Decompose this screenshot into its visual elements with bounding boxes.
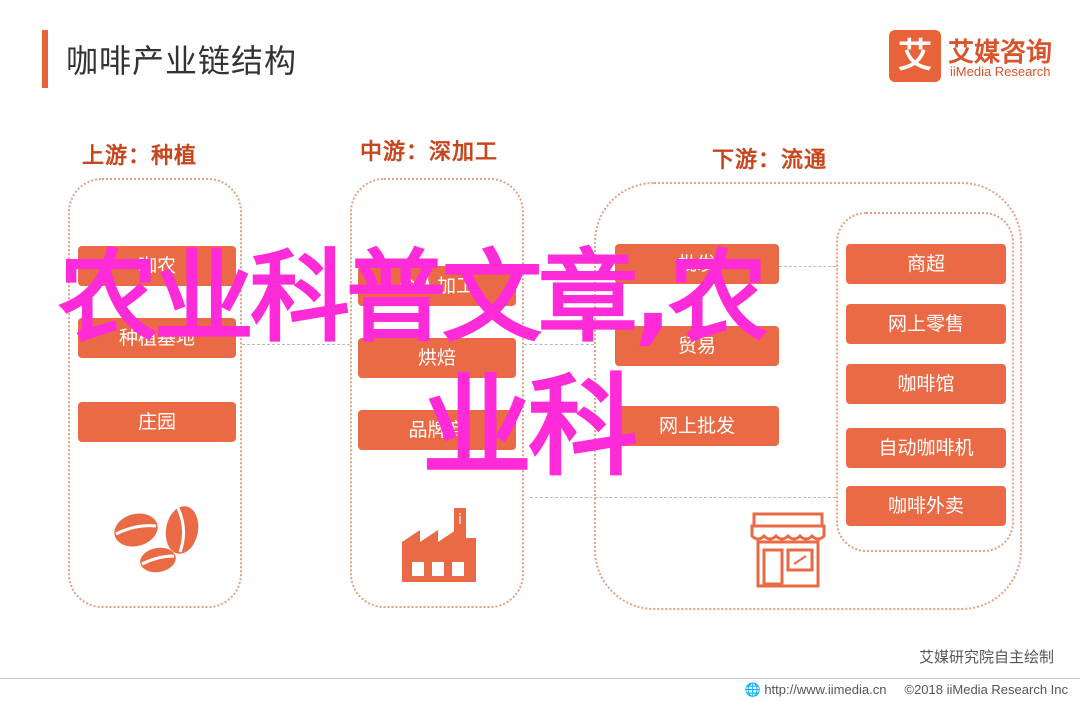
page-title: 咖啡产业链结构 bbox=[66, 42, 298, 80]
downstream-wholesale-item: 批发 bbox=[615, 244, 779, 284]
overlay-text-line1: 农业科普文章,农 bbox=[58, 239, 768, 356]
storefront-icon bbox=[750, 512, 826, 588]
downstream-retail-item: 自动咖啡机 bbox=[846, 428, 1006, 468]
connector-midstream-downstream bbox=[524, 344, 594, 345]
connector-lower bbox=[530, 497, 836, 498]
upstream-item: 庄园 bbox=[78, 402, 236, 442]
downstream-retail-item: 商超 bbox=[846, 244, 1006, 284]
footer-copyright: ©2018 iiMedia Research Inc bbox=[904, 682, 1069, 697]
midstream-item: 个人加工 bbox=[358, 266, 516, 306]
downstream-retail-panel bbox=[836, 212, 1014, 552]
brand-logo-icon: 艾 bbox=[889, 30, 941, 82]
downstream-panel bbox=[594, 182, 1022, 610]
downstream-retail-item: 咖啡馆 bbox=[846, 364, 1006, 404]
source-note: 艾媒研究院自主绘制 bbox=[918, 648, 1054, 666]
upstream-label: 上游：种植 bbox=[82, 144, 198, 169]
downstream-wholesale-item: 网上批发 bbox=[615, 406, 779, 446]
upstream-item: 种植基地 bbox=[78, 318, 236, 358]
downstream-label: 下游：流通 bbox=[712, 148, 828, 173]
connector-upstream-midstream bbox=[242, 344, 350, 345]
title-accent-bar bbox=[42, 30, 48, 88]
midstream-item: 品牌商 bbox=[358, 410, 516, 450]
factory-icon: i bbox=[402, 508, 476, 582]
footer: 🌐 http://www.iimedia.cn ©2018 iiMedia Re… bbox=[745, 682, 1068, 698]
upstream-panel bbox=[68, 178, 242, 608]
connector-wholesale-retail bbox=[779, 266, 836, 267]
midstream-panel bbox=[350, 178, 524, 608]
downstream-retail-item: 网上零售 bbox=[846, 304, 1006, 344]
upstream-item: 咖农 bbox=[78, 246, 236, 286]
footer-divider bbox=[0, 678, 1080, 679]
downstream-retail-item: 咖啡外卖 bbox=[846, 486, 1006, 526]
brand-name-en: iiMedia Research bbox=[950, 64, 1051, 79]
coffee-beans-icon bbox=[114, 506, 199, 573]
footer-url[interactable]: http://www.iimedia.cn bbox=[764, 682, 887, 697]
midstream-label: 中游：深加工 bbox=[360, 140, 499, 165]
midstream-item: 烘焙 bbox=[358, 338, 516, 378]
downstream-wholesale-item: 贸易 bbox=[615, 326, 779, 366]
globe-icon: 🌐 bbox=[744, 682, 761, 697]
svg-text:i: i bbox=[458, 512, 462, 528]
brand-name-cn: 艾媒咨询 bbox=[948, 38, 1053, 68]
overlay-text-line2: 业科 bbox=[422, 363, 638, 491]
